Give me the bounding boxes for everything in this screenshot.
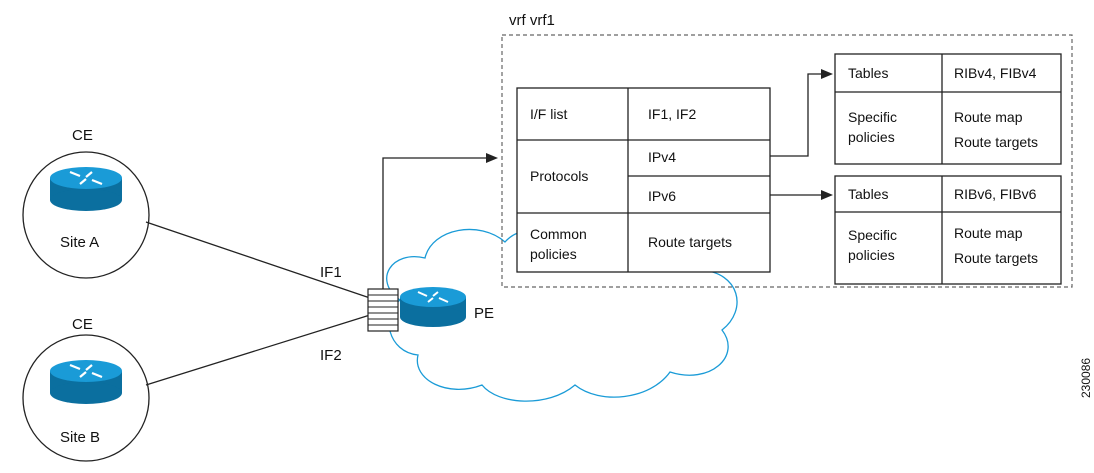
iflist-label: I/F list bbox=[530, 106, 567, 122]
ipv6-policies-label-1: Specific bbox=[848, 227, 897, 243]
ipv4-policies-value-1: Route map bbox=[954, 109, 1023, 125]
vrf-container bbox=[501, 34, 1073, 288]
ipv6-tables-box bbox=[834, 175, 1062, 285]
ipv6-arrowhead bbox=[821, 190, 833, 200]
vrf-table bbox=[516, 87, 771, 273]
ipv4-tables-label: Tables bbox=[848, 65, 888, 81]
ipv4-label: IPv4 bbox=[648, 149, 676, 165]
ipv6-label: IPv6 bbox=[648, 188, 676, 204]
ipv4-arrowhead bbox=[821, 69, 833, 79]
ipv4-tables-box bbox=[834, 53, 1062, 165]
site-a-router-icon bbox=[50, 167, 122, 211]
ipv6-policies-value-2: Route targets bbox=[954, 250, 1038, 266]
figure-id: 230086 bbox=[1079, 358, 1093, 398]
site-a-name: Site A bbox=[60, 234, 99, 251]
ipv4-arrow bbox=[770, 73, 822, 157]
common-policies-label-2: policies bbox=[530, 246, 577, 262]
site-b-role: CE bbox=[72, 316, 93, 333]
if2-label: IF2 bbox=[320, 347, 342, 364]
ipv4-policies-label-1: Specific bbox=[848, 109, 897, 125]
ipv6-policies-value-1: Route map bbox=[954, 225, 1023, 241]
common-policies-label-1: Common bbox=[530, 226, 587, 242]
ipv4-tables-value: RIBv4, FIBv4 bbox=[954, 65, 1037, 81]
iflist-value: IF1, IF2 bbox=[648, 106, 696, 122]
if1-label: IF1 bbox=[320, 264, 342, 281]
vrf-title: vrf vrf1 bbox=[509, 12, 555, 29]
pe-label: PE bbox=[474, 305, 494, 322]
pe-to-vrf-arrowhead bbox=[486, 153, 498, 163]
site-b-name: Site B bbox=[60, 429, 100, 446]
protocols-label: Protocols bbox=[530, 168, 588, 184]
ipv6-tables-label: Tables bbox=[848, 186, 888, 202]
link-if1 bbox=[145, 221, 371, 299]
common-policies-value: Route targets bbox=[648, 234, 732, 250]
pe-router-icon bbox=[400, 287, 466, 327]
ipv6-tables-value: RIBv6, FIBv6 bbox=[954, 186, 1037, 202]
ipv4-policies-value-2: Route targets bbox=[954, 134, 1038, 150]
pe-interface-stack-icon bbox=[367, 288, 399, 332]
site-a-role: CE bbox=[72, 127, 93, 144]
pe-to-vrf-arrow bbox=[382, 157, 488, 289]
ipv6-policies-label-2: policies bbox=[848, 247, 895, 263]
site-b-router-icon bbox=[50, 360, 122, 404]
link-if2 bbox=[145, 314, 371, 386]
ipv4-policies-label-2: policies bbox=[848, 129, 895, 145]
